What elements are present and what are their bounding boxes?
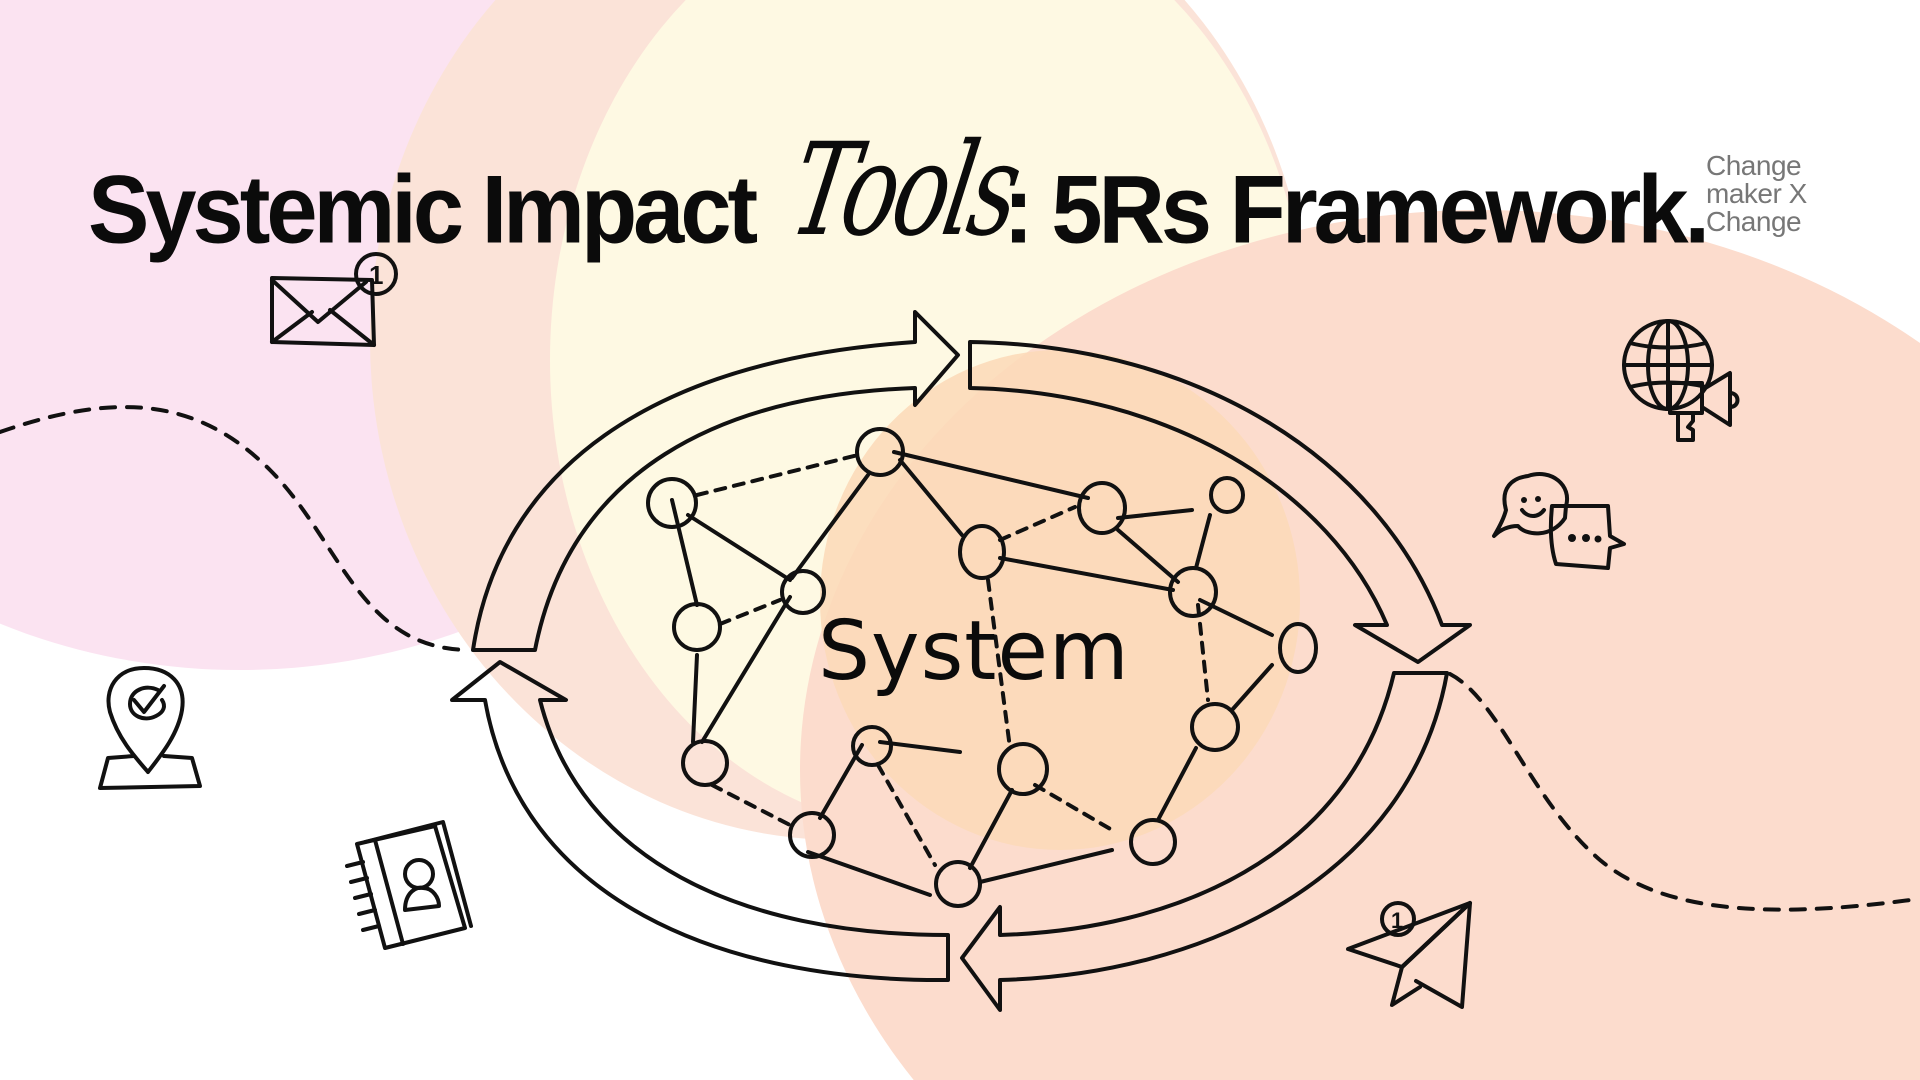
- logo-line-3: Change: [1706, 206, 1802, 237]
- location-check-icon: [96, 660, 206, 795]
- network-nodes: [646, 427, 1318, 908]
- arrow-top-right: [968, 340, 1472, 664]
- title-part-2: : 5Rs Framework.: [1003, 155, 1710, 264]
- title-script-word: Tools: [780, 115, 1028, 265]
- logo-line-1: Change: [1706, 150, 1802, 181]
- overlap-orange-blob: [820, 350, 1300, 850]
- svg-text:1: 1: [1391, 908, 1403, 933]
- chat-bubbles-icon: [1490, 466, 1630, 576]
- network-solid-edges: [670, 450, 1274, 897]
- svg-text:1: 1: [369, 260, 383, 290]
- arrow-bottom-left: [450, 660, 950, 983]
- dashed-path-right: [1448, 672, 1912, 912]
- network-dashed-edges: [695, 453, 1210, 867]
- system-label: System: [818, 604, 1130, 699]
- paper-plane-notification-icon: 1: [1340, 895, 1480, 1015]
- logo-line-2: maker X: [1706, 178, 1807, 209]
- slide-title: Systemic Impact Tools : 5Rs Framework.: [88, 116, 1710, 270]
- arrow-bottom-right: [960, 671, 1449, 1012]
- arrow-top-left: [471, 310, 960, 652]
- title-part-1: Systemic Impact: [88, 155, 758, 264]
- contact-book-icon: [335, 818, 475, 958]
- globe-megaphone-icon: [1618, 315, 1748, 445]
- dashed-path-left: [0, 405, 472, 652]
- envelope-notification-icon: 1: [268, 250, 403, 350]
- changemaker-logo: Change maker X Change: [1706, 152, 1807, 236]
